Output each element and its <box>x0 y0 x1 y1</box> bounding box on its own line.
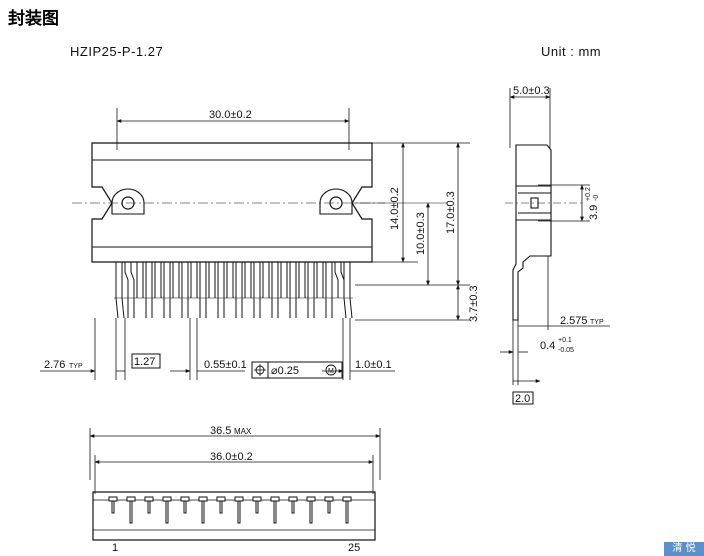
dim-lead-thick-minus: -0.05 <box>558 347 574 354</box>
dim-body-height: 14.0±0.2 <box>389 187 401 230</box>
dim-lead-thick-main: 0.4 <box>540 340 555 352</box>
front-view <box>72 108 385 263</box>
unit-label: Unit : mm <box>541 44 602 59</box>
dim-side-hole-main: 3.9 <box>588 205 600 220</box>
dim-first-pin: 2.76 <box>44 359 65 371</box>
dim-side-pitch: 2.0 <box>515 393 530 405</box>
tol-symbol: M <box>328 368 334 375</box>
watermark: 清 悦 <box>664 542 704 556</box>
package-name: HZIP25-P-1.27 <box>70 44 164 59</box>
dim-lead-length: 3.7±0.3 <box>468 285 480 322</box>
dim-pitch: 1.27 <box>134 356 155 368</box>
dim-side-thickness: 5.0±0.3 <box>513 85 550 97</box>
dim-bottom-length: 36.0±0.2 <box>210 451 253 463</box>
dim-side-offset-typ: TYP <box>590 319 604 326</box>
dim-side-hole-minus: -0 <box>593 195 600 201</box>
dim-lead-thick-plus: +0.1 <box>558 337 572 344</box>
bottom-view <box>89 428 381 541</box>
dim-lead-tip: 1.0±0.1 <box>355 359 392 371</box>
dim-tolerance: ⌀0.25 <box>271 365 299 377</box>
dim-side-hole-plus: +0.2 <box>585 187 592 201</box>
pin-last-label: 25 <box>348 542 360 554</box>
dim-first-pin-typ: TYP <box>69 363 83 370</box>
pin-first-label: 1 <box>112 542 118 554</box>
dim-total-height: 17.0±0.3 <box>445 191 457 234</box>
dim-hole-height: 10.0±0.3 <box>415 212 427 255</box>
side-view <box>500 88 610 385</box>
page-title: 封装图 <box>8 9 59 29</box>
bottom-lead-marks <box>108 496 352 524</box>
dim-lead-width: 0.55±0.1 <box>204 359 247 371</box>
dim-max-label: MAX <box>234 427 252 436</box>
dim-side-offset: 2.575 <box>560 315 588 327</box>
dim-body-width: 30.0±0.2 <box>209 109 252 121</box>
dim-max-length: 36.5 <box>210 425 231 437</box>
lead-row <box>114 262 353 319</box>
